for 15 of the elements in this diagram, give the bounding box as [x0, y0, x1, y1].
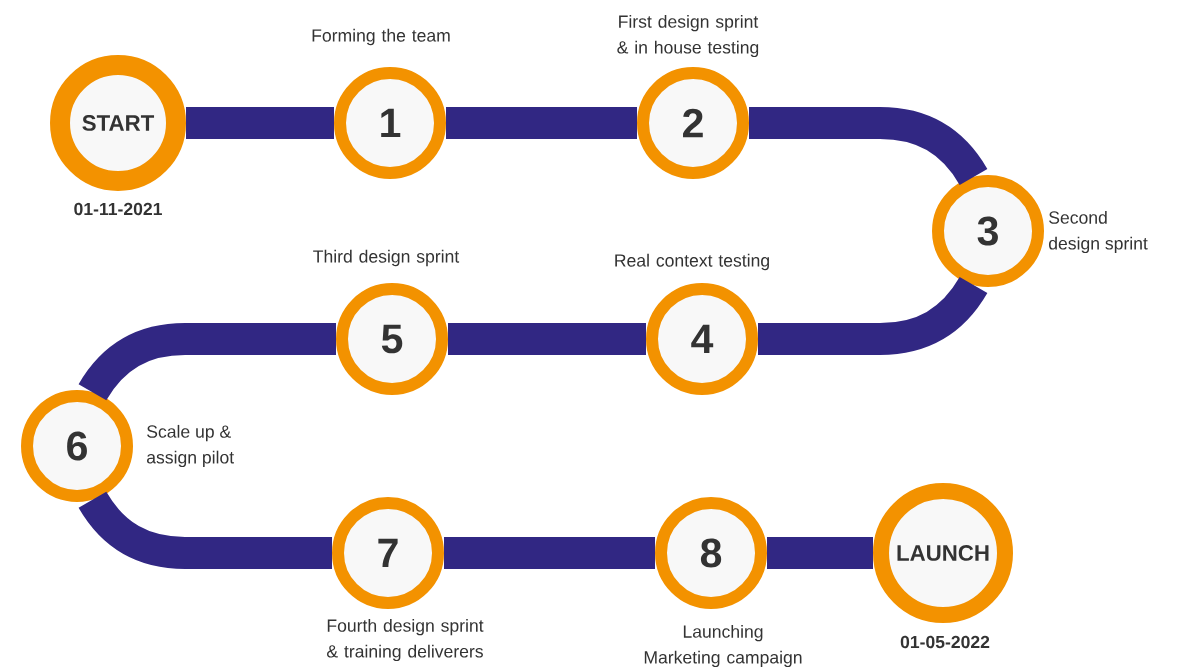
road-path	[186, 107, 334, 139]
milestone-caption: 01-11-2021	[74, 202, 162, 216]
road-path	[448, 323, 646, 355]
milestone-caption: Scale up & assign pilot	[147, 424, 234, 468]
milestone-caption: Launching Marketing campaign	[644, 624, 802, 668]
milestone-caption: Second design sprint	[1049, 210, 1148, 254]
milestone-caption: Third design sprint	[313, 249, 460, 267]
milestone-caption: Forming the team	[312, 28, 450, 46]
milestone-caption: Fourth design sprint & training deliverers	[327, 618, 484, 662]
milestone-caption: 01-05-2022	[900, 635, 990, 649]
milestone-caption: First design sprint & in house testing	[617, 14, 759, 58]
road-path	[446, 107, 637, 139]
road-path	[444, 537, 655, 569]
milestone-caption: Real context testing	[615, 253, 769, 271]
road-path	[767, 537, 873, 569]
